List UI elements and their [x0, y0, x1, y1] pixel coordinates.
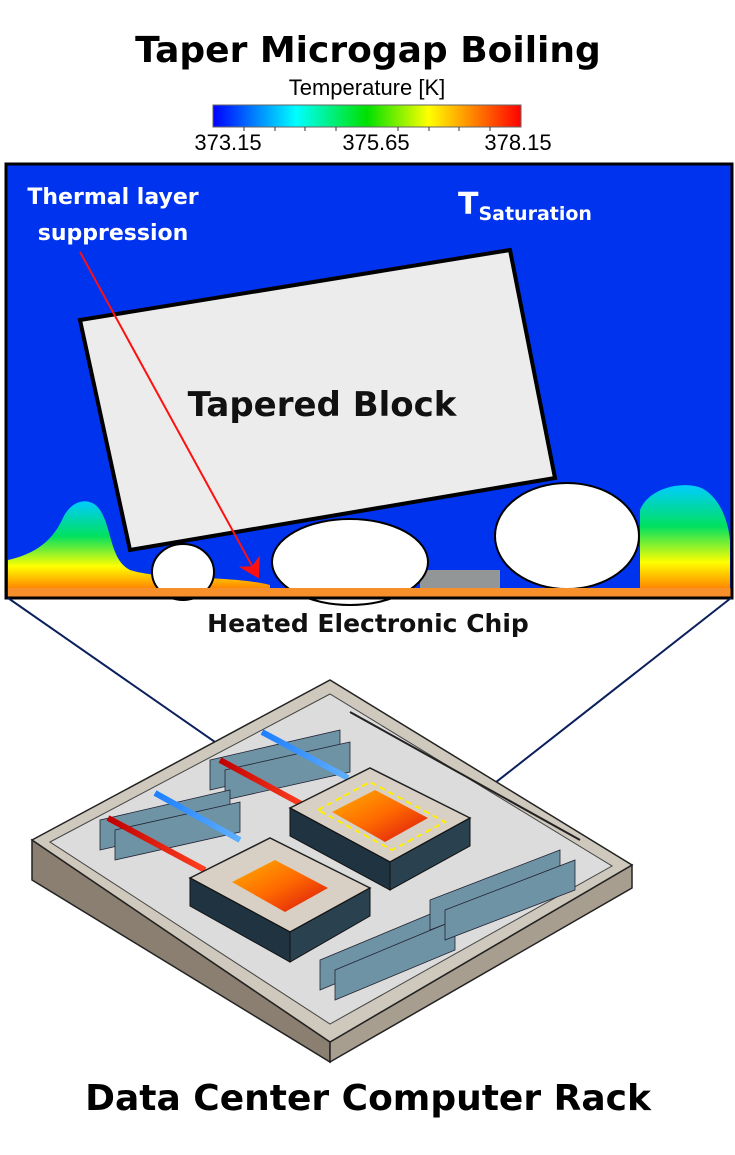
- colorbar-tick-min: 373.15: [194, 130, 261, 155]
- annotation-line-2: suppression: [38, 221, 189, 246]
- vapor-bubble-medium: [271, 518, 429, 606]
- title: Taper Microgap Boiling: [135, 30, 601, 71]
- processor-chip-1: [332, 790, 428, 842]
- cold-pipe-1: [260, 729, 350, 781]
- hot-pipe-1: [218, 757, 307, 809]
- colorbar-tick-max: 378.15: [484, 130, 551, 155]
- colorbar-ticks: [243, 127, 491, 131]
- block-label: Tapered Block: [188, 385, 458, 425]
- cold-pipe-2: [153, 790, 242, 843]
- right-thermal-plume: [640, 485, 730, 588]
- hot-pipe-2: [106, 815, 207, 873]
- colorbar: [212, 104, 522, 128]
- vapor-bubble-small: [151, 543, 215, 601]
- vapor-bubble-large: [494, 482, 640, 590]
- annotation-arrow: [79, 251, 260, 579]
- colorbar-label: Temperature [K]: [289, 75, 446, 100]
- chip-label: Heated Electronic Chip: [207, 609, 529, 638]
- bottom-title: Data Center Computer Rack: [85, 1078, 652, 1119]
- heated-chip: [8, 588, 731, 597]
- heat-sink-fins: [99, 729, 576, 1001]
- tsat-label: TSaturation: [458, 187, 592, 225]
- computer-rack: [30, 679, 634, 1064]
- annotation-line-1: Thermal layer: [27, 185, 198, 210]
- colorbar-tick-mid: 375.65: [342, 130, 409, 155]
- zoom-highlight: [315, 780, 448, 852]
- simulation-panel: Tapered Block Thermal layer suppression …: [4, 162, 734, 606]
- processor-chip-2: [232, 860, 328, 912]
- left-thermal-plume: [8, 501, 270, 588]
- tapered-block: [77, 247, 558, 553]
- rack-interior: [49, 693, 613, 1025]
